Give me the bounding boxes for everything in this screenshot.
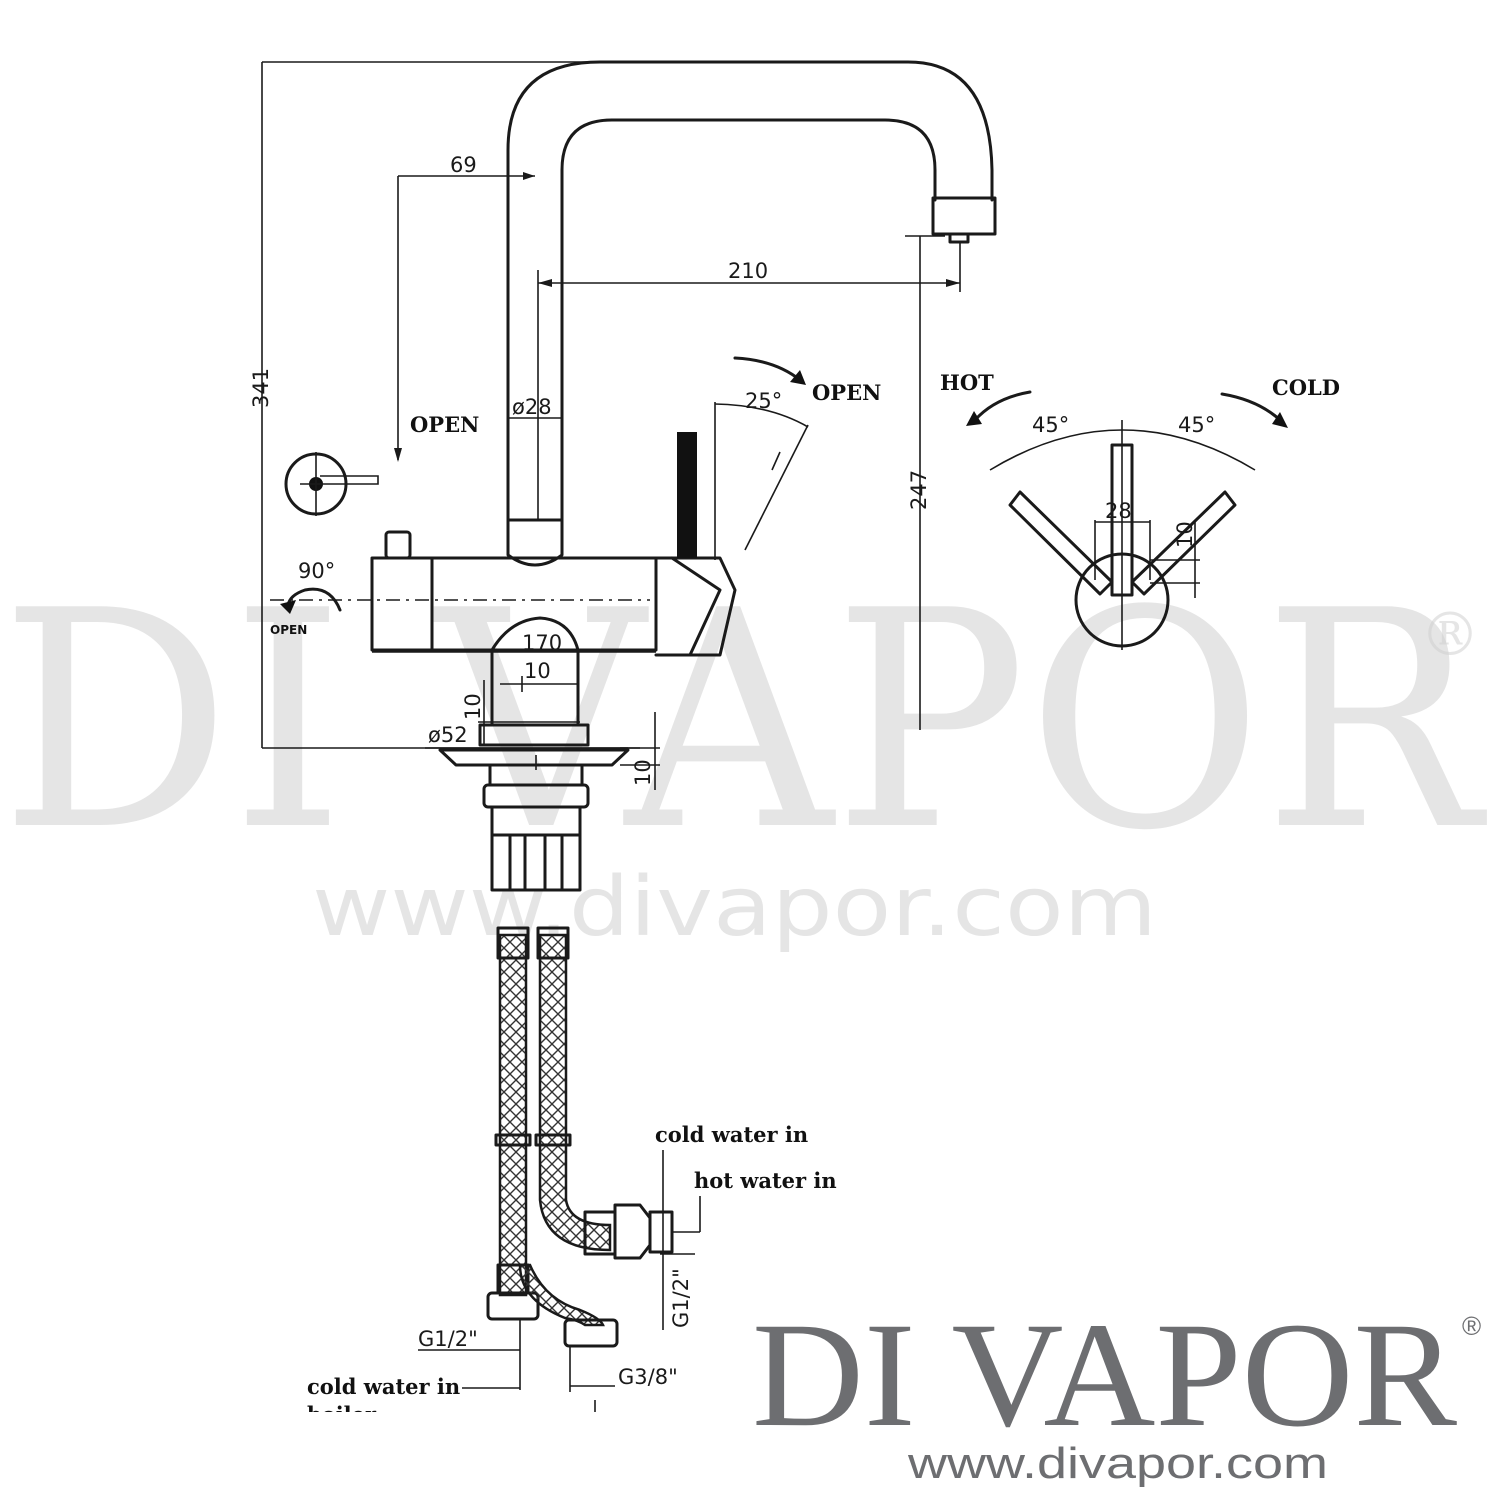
knob-detail xyxy=(284,452,379,516)
deck-mount: 10 xyxy=(438,712,660,892)
logo-registered-mark: ® xyxy=(1462,1311,1481,1341)
base-height-dimension: 10 xyxy=(461,680,580,745)
body-length-label: 170 xyxy=(522,631,562,655)
boiler-angle-label: 90° xyxy=(298,559,335,583)
deck-thickness-label: 10 xyxy=(631,759,655,786)
hot-arrow-icon xyxy=(966,411,982,426)
open-arrow-icon xyxy=(790,370,806,385)
watermark-registered-mark: ® xyxy=(1420,600,1480,670)
boiler-rotate-indicator: 90° OPEN xyxy=(270,559,342,637)
cold-water-in-left-label: cold water in xyxy=(307,1374,460,1399)
base-width-label: 10 xyxy=(524,659,551,683)
spout-diameter-dimension: ø28 xyxy=(508,395,562,419)
spout xyxy=(506,60,997,567)
base-diameter-dimension: ø52 xyxy=(425,723,628,749)
watermark: DI VAPOR ® www.divapor.com xyxy=(0,547,1488,955)
boiler-cut-label: boiler xyxy=(307,1402,377,1427)
base-height-label: 10 xyxy=(461,693,485,720)
body-length-dimension: 170 xyxy=(372,631,656,655)
handle-spacing-label: 28 xyxy=(1105,499,1132,523)
top-view-handle: 28 10 45° 45° HOT COLD xyxy=(940,370,1340,650)
open-rotate-label: OPEN xyxy=(270,623,307,637)
watermark-brand: DI VAPOR xyxy=(0,547,1488,896)
spout-offset-dimension: 69 xyxy=(394,153,535,462)
base-width-dimension: 10 xyxy=(500,659,578,692)
lever-angle-indicator: 25° OPEN xyxy=(714,356,881,560)
handle-offset-label: 10 xyxy=(1173,521,1197,548)
spout-offset-label: 69 xyxy=(450,153,477,177)
hose-thread-right-label: G1/2" xyxy=(669,1268,693,1328)
cold-angle-label: 45° xyxy=(1178,413,1215,437)
hot-angle-label: 45° xyxy=(1032,413,1069,437)
lever-angle-label: 25° xyxy=(745,389,782,413)
cold-label: COLD xyxy=(1272,375,1340,400)
hoses xyxy=(486,926,674,1348)
base-diameter-label: ø52 xyxy=(428,723,468,747)
cold-water-in-right-label: cold water in xyxy=(655,1122,808,1147)
hot-label: HOT xyxy=(940,370,994,395)
logo-brand: DI VAPOR xyxy=(752,1292,1457,1458)
brand-logo: DI VAPOR ® www.divapor.com xyxy=(752,1292,1481,1488)
outlet-height-label: 247 xyxy=(907,470,931,510)
overall-height-label: 341 xyxy=(249,368,273,408)
hose-thread-left-label: G1/2" xyxy=(418,1327,478,1351)
hot-water-in-label: hot water in xyxy=(694,1168,837,1193)
logo-url: www.divapor.com xyxy=(907,1439,1328,1488)
watermark-url: www.divapor.com xyxy=(312,860,1157,955)
open-top-label: OPEN xyxy=(410,412,479,437)
hose-thread-boiler-label: G3/8" xyxy=(618,1365,678,1389)
open-lever-label: OPEN xyxy=(812,380,881,405)
outlet-height-dimension: 247 xyxy=(905,235,945,730)
rotate-arrow-icon xyxy=(280,600,296,614)
cold-arrow-icon xyxy=(1272,412,1288,428)
reach-dimension: 210 xyxy=(537,242,961,520)
reach-label: 210 xyxy=(728,259,768,283)
spout-diameter-label: ø28 xyxy=(512,395,552,419)
